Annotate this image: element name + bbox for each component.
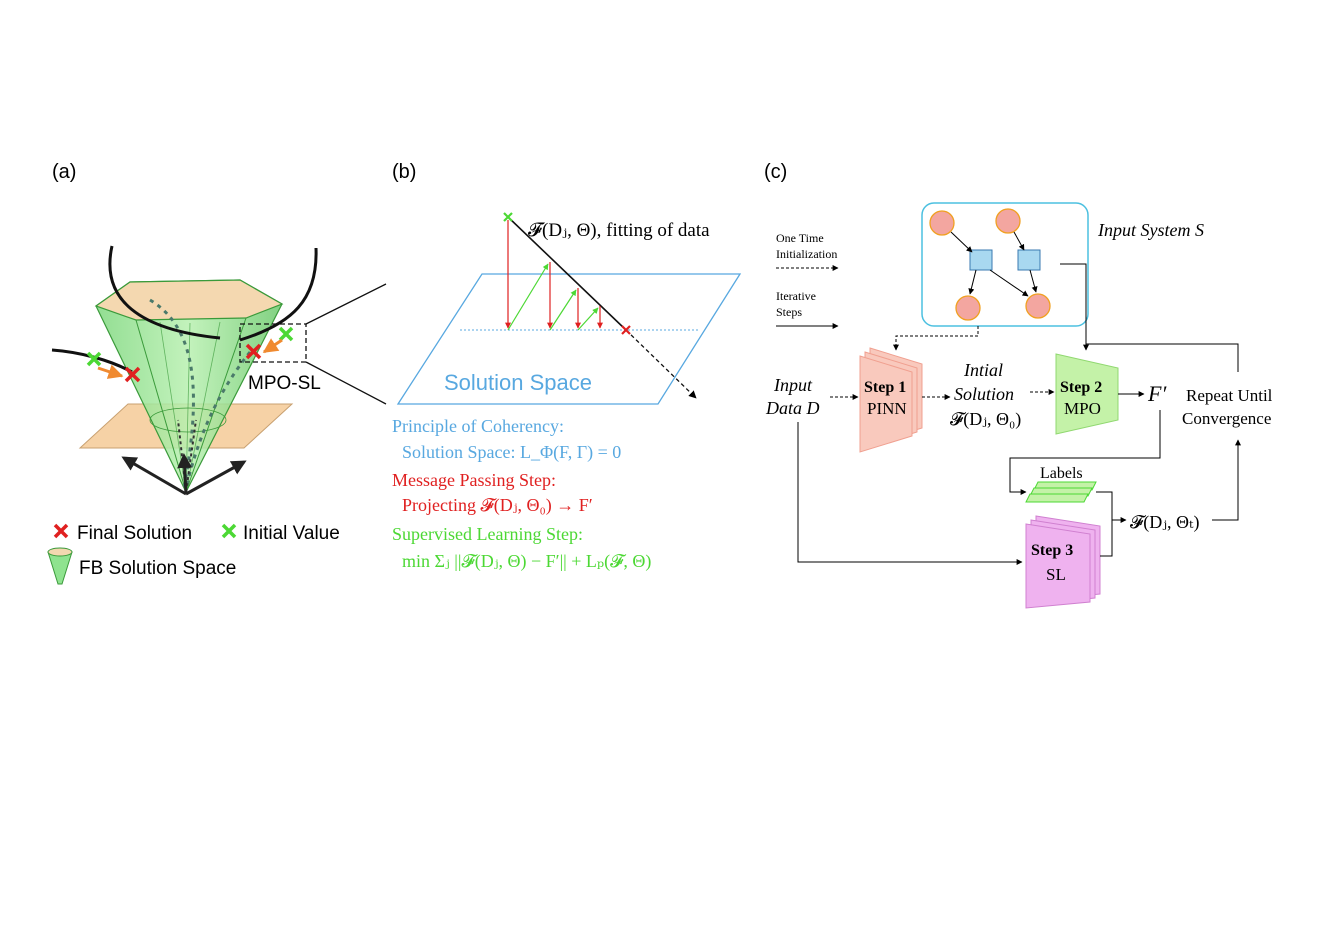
factor-node-2	[1017, 249, 1041, 271]
edge-5	[1029, 269, 1038, 293]
zoom-line-top	[305, 283, 387, 325]
fprime-to-labels-line	[1009, 410, 1161, 495]
curve-right	[239, 247, 318, 342]
step1-pinn-block	[859, 347, 923, 453]
input-data-line2: Data D	[765, 398, 820, 418]
axis-arrow-left	[121, 456, 187, 496]
labels-caption: Labels	[1040, 465, 1083, 482]
sl-to-output-line	[1100, 520, 1113, 557]
step3-sl-block	[1025, 515, 1101, 609]
zoom-line-bottom	[305, 361, 387, 405]
panel-c: (c) One Time Initialization Iterative St…	[764, 161, 1273, 609]
coherency-equation: Solution Space: L_Φ(F, Γ) = 0	[402, 442, 621, 463]
legend-iter-line2: Steps	[776, 305, 802, 319]
input-data-line1: Input	[773, 375, 813, 395]
variable-node-3	[955, 295, 981, 321]
axis-arrow-right	[185, 460, 247, 496]
fitting-label: 𝓕(Dⱼ, Θ), fitting of data	[528, 220, 710, 241]
legend-final-label: Final Solution	[77, 523, 192, 544]
panel-c-label: (c)	[764, 161, 787, 183]
legend-init-line1: One Time	[776, 231, 824, 245]
initial-marker-right	[278, 326, 294, 342]
init-arrow-to-pinn	[893, 326, 979, 351]
legend-initial-label: Initial Value	[243, 523, 340, 544]
edge-4	[989, 269, 1029, 297]
input-system-label: Input System S	[1097, 220, 1204, 240]
step2-title: Step 2	[1060, 379, 1102, 396]
fitting-line-dashed	[625, 329, 697, 399]
legend-final-icon	[53, 523, 69, 539]
final-marker-b	[621, 325, 631, 335]
input-system-box	[921, 202, 1089, 327]
step2-mpo-block	[1055, 353, 1119, 435]
output-to-repeat-line	[1212, 439, 1241, 521]
mp-title: Message Passing Step:	[392, 470, 556, 490]
data-to-sl-line	[797, 422, 1023, 565]
factor-node-1	[969, 249, 993, 271]
coherency-title: Principle of Coherency:	[392, 416, 564, 436]
panel-b-label: (b)	[392, 161, 416, 183]
variable-node-2	[995, 208, 1021, 234]
variable-node-4	[1025, 293, 1051, 319]
final-marker-left	[124, 366, 141, 383]
repeat-line	[1086, 343, 1239, 372]
repeat-line2: Convergence	[1182, 409, 1271, 428]
edge-1	[950, 231, 973, 253]
orange-arrow-left	[97, 364, 124, 379]
sl-equation: min Σⱼ ||𝓕(Dⱼ, Θ) − F′|| + Lₚ(𝓕, Θ)	[402, 551, 651, 572]
mp-equation: Projecting 𝓕(Dⱼ, Θ₀) → F′	[402, 495, 593, 516]
axis-arrow-up	[177, 453, 193, 495]
legend-iter-line1: Iterative	[776, 289, 816, 303]
initial-solution-eq: 𝓕(Dⱼ, Θ₀)	[950, 409, 1021, 430]
curve-left	[108, 245, 221, 340]
initial-marker-b	[503, 212, 513, 222]
initial-solution-line2: Solution	[954, 384, 1014, 404]
variable-node-1	[929, 210, 955, 236]
update-green-3	[577, 307, 599, 331]
panel-a-label: (a)	[52, 161, 76, 183]
legend-init-line2: Initialization	[776, 247, 837, 261]
sl-title: Supervised Learning Step:	[392, 524, 583, 544]
final-marker-right	[245, 343, 262, 360]
update-green-2	[549, 289, 577, 331]
initial-marker-left	[86, 351, 102, 367]
fitting-line	[507, 216, 627, 331]
repeat-line1: Repeat Until	[1186, 386, 1273, 405]
panel-a: (a) MPO-SL	[47, 161, 387, 585]
edge-2	[1013, 231, 1025, 251]
legend-cone-label: FB Solution Space	[79, 558, 236, 579]
solution-space-label: Solution Space	[444, 370, 592, 395]
panel-b: (b) Solution Space 𝓕(Dⱼ, Θ), fitting of …	[392, 161, 742, 572]
step3-name: SL	[1046, 565, 1066, 584]
edge-3	[968, 269, 977, 295]
fprime-label: F′	[1147, 381, 1167, 406]
step3-title: Step 3	[1031, 542, 1073, 559]
labels-to-output-line	[1096, 491, 1127, 523]
iter-line-system-to-mpo	[1060, 263, 1089, 351]
legend-cone-icon	[47, 547, 73, 585]
zoom-label: MPO-SL	[248, 373, 321, 394]
output-eq: 𝓕(Dⱼ, Θₜ)	[1130, 512, 1199, 533]
step1-title: Step 1	[864, 379, 906, 396]
solution-space-plane	[396, 273, 742, 405]
step1-name: PINN	[867, 399, 907, 418]
legend-initial-icon	[221, 523, 237, 539]
orange-arrow-right	[262, 338, 283, 354]
zoom-box	[239, 323, 307, 363]
update-green-1	[507, 263, 549, 331]
step2-name: MPO	[1064, 399, 1101, 418]
labels-stack	[1025, 481, 1097, 503]
initial-solution-line1: Intial	[963, 360, 1003, 380]
